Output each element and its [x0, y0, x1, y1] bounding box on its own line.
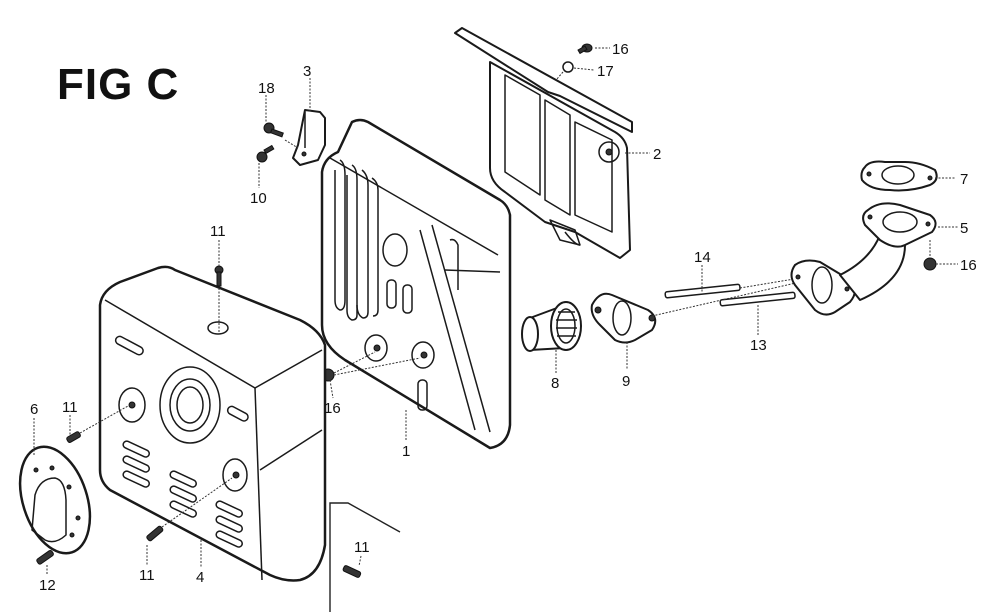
gasket-lower[interactable]: [590, 292, 657, 344]
screw-top[interactable]: [214, 265, 224, 287]
callout-5: 5: [960, 220, 968, 237]
callout-1: 1: [402, 443, 410, 460]
callout-11-top: 11: [210, 223, 226, 240]
callout-9: 9: [622, 373, 630, 390]
callout-17: 17: [597, 63, 614, 80]
callout-18: 18: [258, 80, 275, 97]
screw-deflector-lower[interactable]: [36, 549, 54, 565]
figure-title: FIG C: [57, 60, 180, 109]
callout-labels: 3 18 10 16 17 2 7 5 16 14 13 8 9 1 16 11…: [30, 41, 977, 594]
screw-bottom-right[interactable]: [342, 565, 362, 578]
callout-11-deflector: 11: [62, 399, 78, 416]
callout-14: 14: [694, 249, 711, 266]
nut-pipe[interactable]: [923, 257, 937, 271]
bracket[interactable]: [292, 109, 326, 166]
callout-2: 2: [653, 146, 661, 163]
gasket-upper[interactable]: [860, 160, 938, 192]
bolt-bracket[interactable]: [263, 122, 284, 138]
callout-15: 16: [612, 41, 629, 58]
muffler-protector[interactable]: [454, 27, 633, 259]
stud-bolt-upper[interactable]: [664, 283, 741, 299]
muffler-cover[interactable]: [98, 265, 327, 582]
callout-11-bottom-left: 11: [139, 567, 155, 584]
exhaust-deflector[interactable]: [8, 438, 103, 562]
callout-13: 13: [750, 337, 767, 354]
screw-deflector[interactable]: [66, 431, 81, 443]
washer[interactable]: [562, 61, 574, 73]
callout-6: 6: [30, 401, 38, 418]
callout-4: 4: [196, 569, 204, 586]
callout-12: 12: [39, 577, 56, 594]
callout-16-muffler: 16: [324, 400, 341, 417]
callout-16-pipe: 16: [960, 257, 977, 274]
callout-3: 3: [303, 63, 311, 80]
leader-lines: [33, 47, 958, 575]
bolt-protector[interactable]: [577, 43, 593, 55]
exhaust-pipe[interactable]: [790, 202, 937, 316]
callout-7: 7: [960, 171, 968, 188]
callout-11-bottom-right: 11: [354, 539, 370, 556]
screw-bottom-left[interactable]: [146, 525, 164, 542]
muffler[interactable]: [320, 118, 512, 450]
bolt[interactable]: [256, 144, 275, 163]
callout-8: 8: [551, 375, 559, 392]
stud-bolt-lower[interactable]: [719, 291, 796, 307]
callout-10: 10: [250, 190, 267, 207]
spark-arrester[interactable]: [521, 301, 582, 352]
